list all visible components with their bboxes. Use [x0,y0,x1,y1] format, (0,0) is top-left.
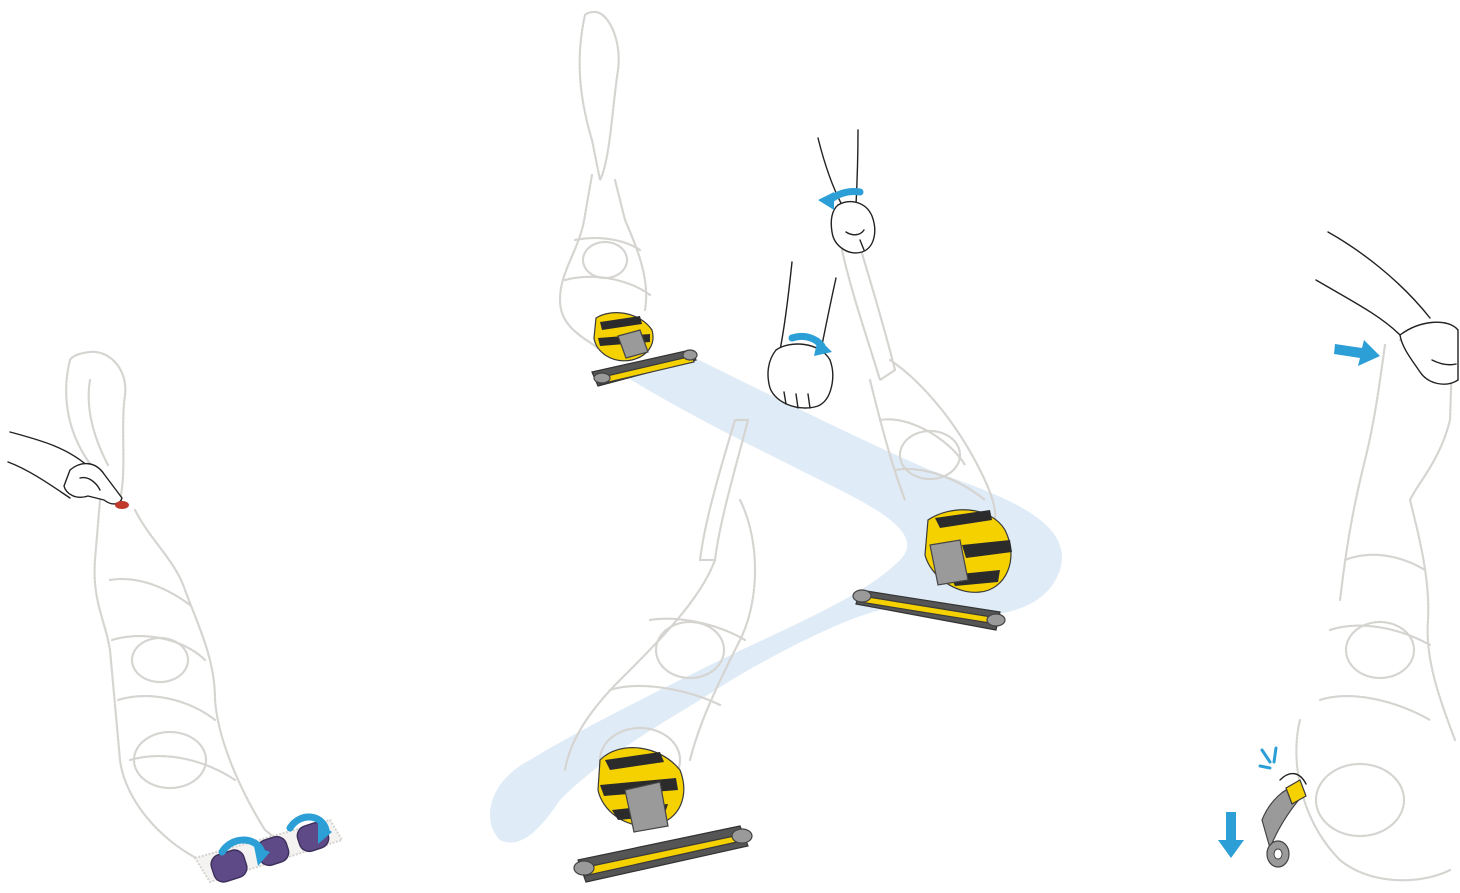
handle-inner [89,380,108,465]
panel-release-and-rollers [8,352,342,885]
body-band-3 [118,696,215,720]
body-band-2 [112,636,205,660]
released-cleaner-head [1262,774,1306,867]
body-band-4 [130,756,235,780]
machine-upright [560,12,697,386]
hand-pointing-icon [8,432,122,504]
panel-recline-and-release-head [1218,232,1458,880]
click-mark-icon [1260,748,1276,768]
hand-gripping-icon [1316,232,1458,384]
panel-steering-motion [490,12,1062,882]
down-arrow-icon [1218,812,1244,858]
machine-steer-left [565,420,755,882]
release-button [115,501,129,509]
push-arrow-icon [1334,340,1380,366]
ball-housing [134,732,206,788]
floor-path [490,358,1062,843]
cyclone-bin [132,638,188,682]
body-right-edge [135,510,290,850]
body-band-1 [110,579,190,605]
